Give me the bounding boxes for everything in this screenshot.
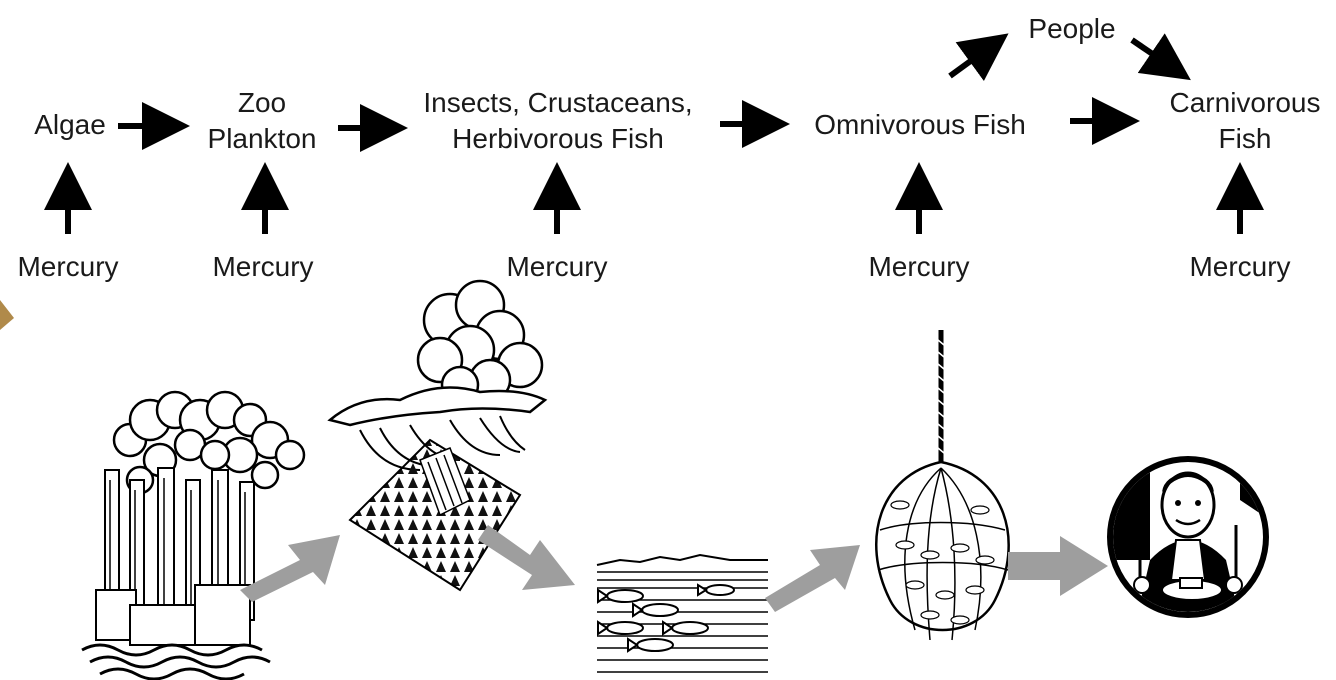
flow-arrow-water-to-net <box>765 545 860 612</box>
node-carnivorous-line2: Fish <box>1219 123 1272 154</box>
man-eating-icon <box>1110 459 1270 620</box>
node-zooplankton-line2: Plankton <box>208 123 317 154</box>
factory-icon <box>82 392 304 679</box>
node-algae: Algae <box>34 109 106 140</box>
node-zooplankton-line1: Zoo <box>238 87 286 118</box>
mercury-label-zooplankton: Mercury <box>212 251 313 282</box>
arrow-omnivorous-to-people <box>950 44 994 76</box>
node-carnivorous-line1: Carnivorous <box>1170 87 1321 118</box>
flow-arrow-cloud-to-water <box>478 525 575 590</box>
corner-decoration <box>0 300 14 330</box>
mercury-label-carnivorous: Mercury <box>1189 251 1290 282</box>
fish-net-icon <box>876 330 1008 640</box>
node-insects-line1: Insects, Crustaceans, <box>423 87 692 118</box>
mercury-label-insects: Mercury <box>506 251 607 282</box>
mercury-label-omnivorous: Mercury <box>868 251 969 282</box>
node-omnivorous-fish: Omnivorous Fish <box>814 109 1026 140</box>
arrow-people-to-carnivorous <box>1132 40 1176 70</box>
node-insects-line2: Herbivorous Fish <box>452 123 664 154</box>
node-people: People <box>1028 13 1115 44</box>
flow-arrow-net-to-man <box>1008 536 1108 596</box>
fish-water-icon <box>597 555 768 672</box>
mercury-label-algae: Mercury <box>17 251 118 282</box>
